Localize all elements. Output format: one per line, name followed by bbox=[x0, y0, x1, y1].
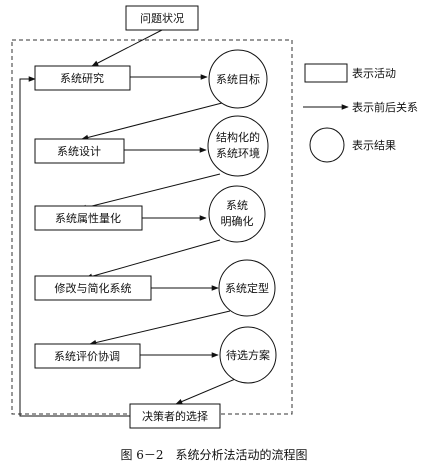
result-clarify: 系统 明确化 bbox=[208, 185, 266, 243]
result-structured: 结构化的 系统环境 bbox=[207, 115, 269, 177]
result-candidates-label: 待选方案 bbox=[226, 348, 270, 362]
node-evaluate: 系统评价协调 bbox=[34, 343, 141, 369]
legend: 表示活动 表示前后关系 表示结果 bbox=[303, 63, 418, 163]
result-candidates: 待选方案 bbox=[219, 326, 277, 384]
arrow-finalize-to-evaluate bbox=[89, 310, 231, 346]
arrow-clarify-to-simplify bbox=[85, 239, 221, 279]
result-finalize-label: 系统定型 bbox=[225, 281, 269, 295]
result-structured-line1: 结构化的 bbox=[216, 130, 260, 144]
arrow-candidates-to-decision bbox=[175, 376, 241, 405]
node-simplify: 修改与简化系统 bbox=[34, 275, 152, 301]
node-quantify: 系统属性量化 bbox=[34, 205, 143, 231]
node-decision: 决策者的选择 bbox=[129, 403, 221, 429]
legend-relation: 表示前后关系 bbox=[303, 100, 418, 114]
node-decision-label: 决策者的选择 bbox=[142, 409, 208, 423]
node-problem: 问题状况 bbox=[125, 5, 199, 31]
connectors bbox=[19, 29, 241, 417]
result-goal: 系统目标 bbox=[208, 49, 268, 109]
node-quantify-label: 系统属性量化 bbox=[55, 211, 121, 225]
node-research-label: 系统研究 bbox=[60, 71, 104, 85]
result-structured-line2: 系统环境 bbox=[216, 146, 260, 160]
legend-activity: 表示活动 bbox=[304, 63, 396, 83]
legend-result: 表示结果 bbox=[309, 127, 396, 163]
legend-result-label: 表示结果 bbox=[352, 138, 396, 152]
arrow-structured-to-quantify bbox=[79, 173, 221, 211]
arrow-feedback-loop bbox=[19, 76, 130, 417]
result-goal-label: 系统目标 bbox=[216, 72, 260, 86]
legend-relation-label: 表示前后关系 bbox=[352, 100, 418, 114]
node-design-label: 系统设计 bbox=[57, 145, 101, 158]
legend-activity-swatch bbox=[304, 63, 348, 83]
arrow-goal-to-design bbox=[81, 102, 223, 141]
result-clarify-line1: 系统 bbox=[226, 199, 248, 212]
node-research: 系统研究 bbox=[34, 65, 131, 91]
node-problem-label: 问题状况 bbox=[140, 11, 184, 25]
arrow-problem-to-research bbox=[91, 29, 163, 67]
node-evaluate-label: 系统评价协调 bbox=[54, 349, 120, 363]
figure-caption: 图 6－2 系统分析法活动的流程图 bbox=[120, 448, 308, 462]
legend-activity-label: 表示活动 bbox=[352, 66, 396, 80]
node-simplify-label: 修改与简化系统 bbox=[55, 281, 132, 295]
result-clarify-line2: 明确化 bbox=[221, 214, 254, 228]
result-finalize: 系统定型 bbox=[218, 259, 276, 317]
legend-result-swatch bbox=[309, 127, 345, 163]
node-design: 系统设计 bbox=[34, 138, 125, 164]
